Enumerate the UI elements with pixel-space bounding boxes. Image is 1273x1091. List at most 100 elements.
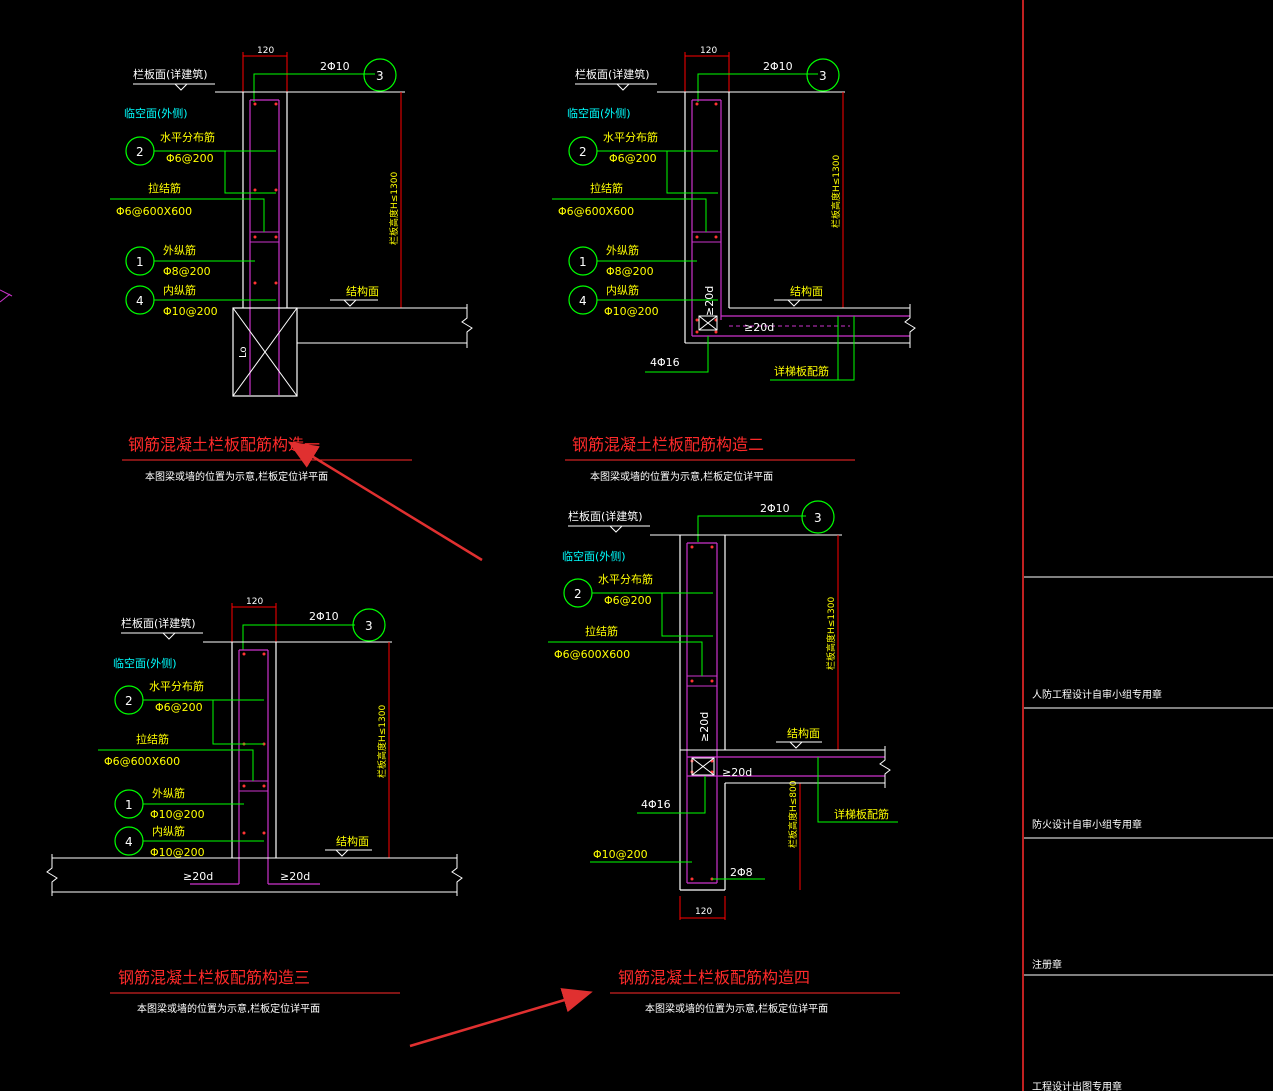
- d3-rebar-top: 2Φ10: [309, 610, 339, 623]
- d3-tie-label: 拉结筋: [136, 732, 169, 746]
- title-block-row3: 注册章: [1032, 958, 1062, 971]
- d2-note: 本图梁或墙的位置为示意,栏板定位详平面: [590, 470, 773, 483]
- d2-slab-rebar: 详梯板配筋: [774, 364, 829, 378]
- d1-horiz-spec: Φ6@200: [166, 152, 214, 165]
- d1-tie-label: 拉结筋: [148, 181, 181, 195]
- d2-parapet-top: 栏板面(详建筑): [575, 67, 650, 81]
- d3-anchor-r: ≥20d: [280, 870, 310, 883]
- d1-dim-width: 120: [257, 46, 274, 56]
- d3-title: 钢筋混凝土栏板配筋构造三: [118, 968, 310, 987]
- d4-note: 本图梁或墙的位置为示意,栏板定位详平面: [645, 1002, 828, 1015]
- svg-text:3: 3: [365, 619, 373, 633]
- d4-horiz-label: 水平分布筋: [598, 572, 653, 586]
- d2-inner-spec: Φ10@200: [604, 305, 659, 318]
- d2-inner-label: 内纵筋: [606, 283, 639, 297]
- svg-text:2: 2: [136, 145, 144, 159]
- d4-height-note: 栏板高度H≤1300: [825, 597, 837, 670]
- d2-bars: 4Φ16: [650, 356, 680, 369]
- d3-note: 本图梁或墙的位置为示意,栏板定位详平面: [137, 1002, 320, 1015]
- title-block: 人防工程设计自审小组专用章 防火设计自审小组专用章 注册章 工程设计出图专用章: [1022, 0, 1273, 1091]
- detail-1: 120 2Φ10 3 栏板面(详建筑) 栏板高度H≤1300 临空面(外侧) 2: [110, 46, 473, 483]
- d2-horiz-label: 水平分布筋: [603, 130, 658, 144]
- d1-bubble-3: [363, 58, 397, 92]
- d4-anchor-h: ≥20d: [722, 766, 752, 779]
- d2-bubble-3: [806, 58, 840, 92]
- d4-slab-rebar: 详梯板配筋: [834, 807, 889, 821]
- svg-text:2: 2: [579, 145, 587, 159]
- svg-text:3: 3: [814, 511, 822, 525]
- d3-height-note: 栏板高度H≤1300: [376, 705, 388, 778]
- d4-title: 钢筋混凝土栏板配筋构造四: [618, 968, 810, 987]
- d2-outer-spec: Φ8@200: [606, 265, 654, 278]
- d4-bottom-bars: 2Φ8: [730, 866, 753, 879]
- d3-horiz-label: 水平分布筋: [149, 679, 204, 693]
- d1-inner-spec: Φ10@200: [163, 305, 218, 318]
- d3-bubble-3: [352, 608, 386, 642]
- d3-struct-face: 结构面: [336, 834, 369, 848]
- d4-bottom-spec: Φ10@200: [593, 848, 648, 861]
- d3-inner-spec: Φ10@200: [150, 846, 205, 859]
- d4-rebar-top: 2Φ10: [760, 502, 790, 515]
- title-block-row4: 工程设计出图专用章: [1032, 1080, 1122, 1091]
- d2-tie-label: 拉结筋: [590, 181, 623, 195]
- d4-parapet-top: 栏板面(详建筑): [568, 509, 643, 523]
- d4-tie-label: 拉结筋: [585, 624, 618, 638]
- detail-2: 120 2Φ10 3 栏板面(详建筑) 栏板高度H≤1300 临空面(外侧) 2…: [552, 46, 916, 483]
- d4-horiz-spec: Φ6@200: [604, 594, 652, 607]
- svg-text:1: 1: [136, 255, 144, 269]
- d3-parapet-top: 栏板面(详建筑): [121, 616, 196, 630]
- svg-text:4: 4: [136, 294, 144, 308]
- d4-bubble-3: [801, 500, 835, 534]
- stray-mark: [0, 289, 13, 303]
- d2-horiz-spec: Φ6@200: [609, 152, 657, 165]
- svg-text:2: 2: [125, 694, 133, 708]
- svg-text:1: 1: [579, 255, 587, 269]
- d1-height-note: 栏板高度H≤1300: [388, 172, 400, 245]
- d3-anchor-l: ≥20d: [183, 870, 213, 883]
- d4-anchor-v: ≥20d: [698, 712, 711, 742]
- d1-rebar-top: 2Φ10: [320, 60, 350, 73]
- svg-text:4: 4: [125, 835, 133, 849]
- title-block-row2: 防火设计自审小组专用章: [1032, 818, 1142, 831]
- detail-4: 2Φ10 3 栏板面(详建筑) 栏板高度H≤1300 栏板高度H≤800 临空面…: [548, 500, 900, 1015]
- d1-outer-spec: Φ8@200: [163, 265, 211, 278]
- d3-outer-label: 外纵筋: [152, 786, 185, 800]
- d4-exposed-side: 临空面(外侧): [562, 549, 626, 563]
- annotation-arrows: [287, 441, 593, 1048]
- d1-title: 钢筋混凝土栏板配筋构造一: [128, 435, 320, 454]
- title-block-row1: 人防工程设计自审小组专用章: [1032, 688, 1162, 701]
- d2-exposed-side: 临空面(外侧): [567, 106, 631, 120]
- d2-anchor-v: ≥20d: [703, 286, 716, 316]
- d2-height-note: 栏板高度H≤1300: [830, 155, 842, 228]
- d4-bars: 4Φ16: [641, 798, 671, 811]
- d1-struct-face: 结构面: [346, 284, 379, 298]
- d2-rebar-top: 2Φ10: [763, 60, 793, 73]
- arrow-to-detail-4: [409, 988, 593, 1048]
- arrow-to-detail-1: [287, 441, 483, 562]
- d1-outer-label: 外纵筋: [163, 243, 196, 257]
- svg-text:1: 1: [125, 798, 133, 812]
- d4-dim-width-bottom: 120: [695, 907, 712, 917]
- d2-anchor-h: ≥20d: [744, 321, 774, 334]
- d1-lo: Lo: [238, 346, 249, 358]
- d2-struct-face: 结构面: [790, 284, 823, 298]
- d3-tie-spec: Φ6@600X600: [104, 755, 180, 768]
- d4-height-note-low: 栏板高度H≤800: [787, 780, 799, 848]
- detail-3: 120 2Φ10 3 栏板面(详建筑) 栏板高度H≤1300 临空面(外侧) 2…: [46, 597, 463, 1015]
- d3-exposed-side: 临空面(外侧): [113, 656, 177, 670]
- d1-tie-spec: Φ6@600X600: [116, 205, 192, 218]
- svg-text:3: 3: [819, 69, 827, 83]
- d3-outer-spec: Φ10@200: [150, 808, 205, 821]
- d1-parapet-top: 栏板面(详建筑): [133, 67, 208, 81]
- d2-tie-spec: Φ6@600X600: [558, 205, 634, 218]
- svg-text:2: 2: [574, 587, 582, 601]
- d2-dim-width: 120: [700, 46, 717, 56]
- d2-title: 钢筋混凝土栏板配筋构造二: [572, 435, 764, 454]
- d1-horiz-label: 水平分布筋: [160, 130, 215, 144]
- d2-outer-label: 外纵筋: [606, 243, 639, 257]
- d3-horiz-spec: Φ6@200: [155, 701, 203, 714]
- svg-text:4: 4: [579, 294, 587, 308]
- d3-inner-label: 内纵筋: [152, 824, 185, 838]
- svg-text:3: 3: [376, 69, 384, 83]
- d4-struct-face: 结构面: [787, 726, 820, 740]
